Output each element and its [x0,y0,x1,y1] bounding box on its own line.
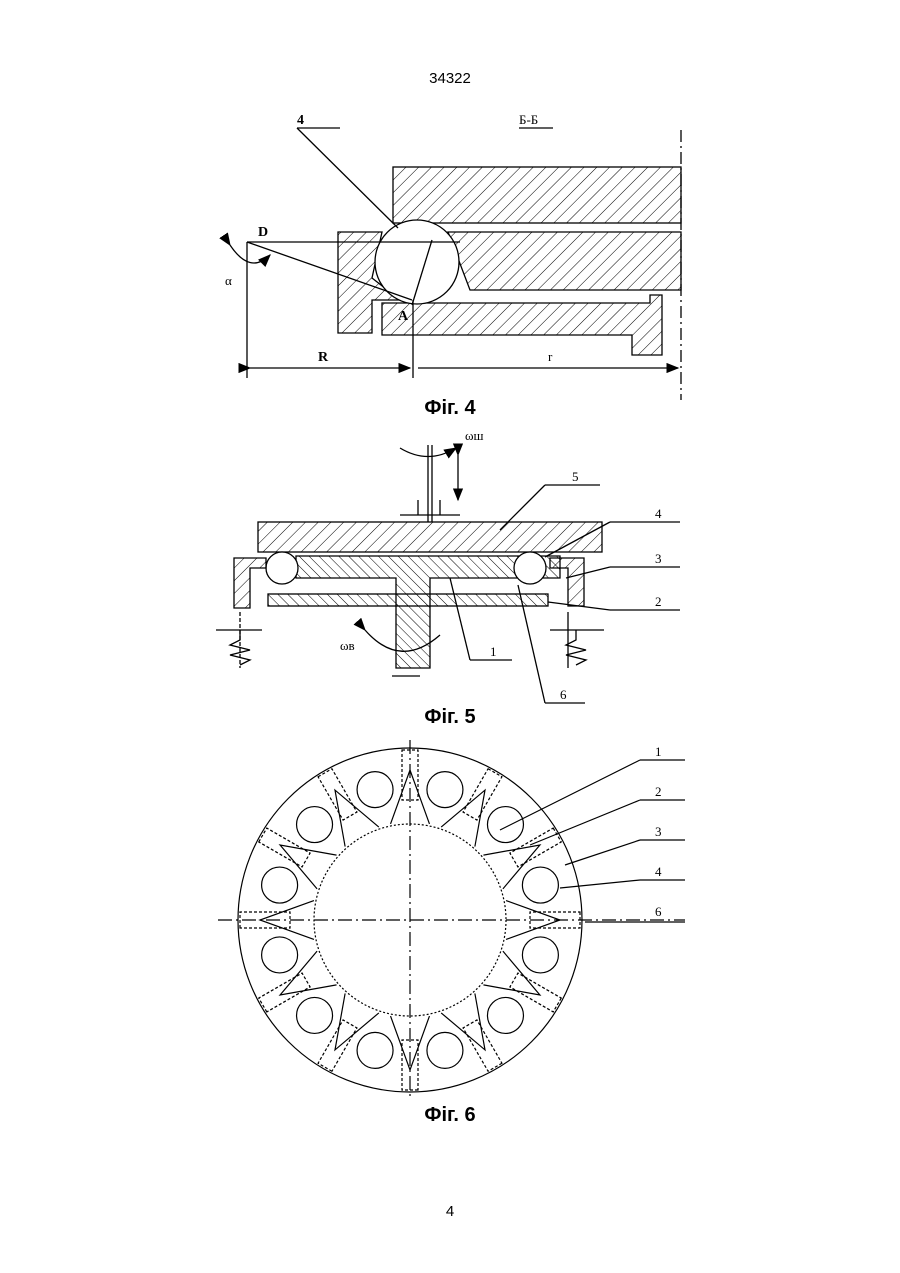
fig6-label-3: 3 [655,824,662,839]
fig4-label-r: r [548,349,553,364]
lower-plate [268,594,548,606]
fig5-label-5: 5 [572,469,579,484]
fig5-label-2: 2 [655,594,662,609]
fig4-label-alpha: α [225,273,232,288]
figure-6 [218,740,685,1100]
top-disk [258,522,602,552]
fig6-label-1: 1 [655,744,662,759]
fig5-label-6: 6 [560,687,567,702]
fig5-label-4: 4 [655,506,662,521]
ball [487,807,523,843]
fig5-label-3: 3 [655,551,662,566]
fig6-label-2: 2 [655,784,662,799]
ball [427,772,463,808]
fig5-label-1: 1 [490,644,497,659]
ball [297,807,333,843]
ball [522,937,558,973]
ball [357,772,393,808]
fig4-label-a: A [398,309,409,324]
top-plate [393,167,681,223]
fig4-label-r-cap: R [318,350,329,365]
fig4-label-d: D [258,225,268,240]
fig4-label-part: 4 [297,113,304,128]
figure-5 [216,445,680,703]
fig5-caption: Фіг. 5 [0,706,900,729]
ball [262,937,298,973]
fig4-section-label: Б-Б [519,112,538,127]
ball [427,1032,463,1068]
ball [357,1032,393,1068]
ball [297,997,333,1033]
figure-4 [230,128,681,400]
right-frame [550,558,584,606]
fig6-label-6: 6 [655,904,662,919]
fig6-caption: Фіг. 6 [0,1104,900,1127]
fig5-omega-top: ωш [465,428,484,443]
ball-left [266,552,298,584]
upper-body [448,232,681,290]
ball [522,867,558,903]
fig6-label-4: 4 [655,864,662,879]
left-frame [234,558,266,608]
ball-right [514,552,546,584]
ball [262,867,298,903]
ball [487,997,523,1033]
fig4-caption: Фіг. 4 [0,397,900,420]
fig5-omega-bottom: ωв [340,638,355,653]
